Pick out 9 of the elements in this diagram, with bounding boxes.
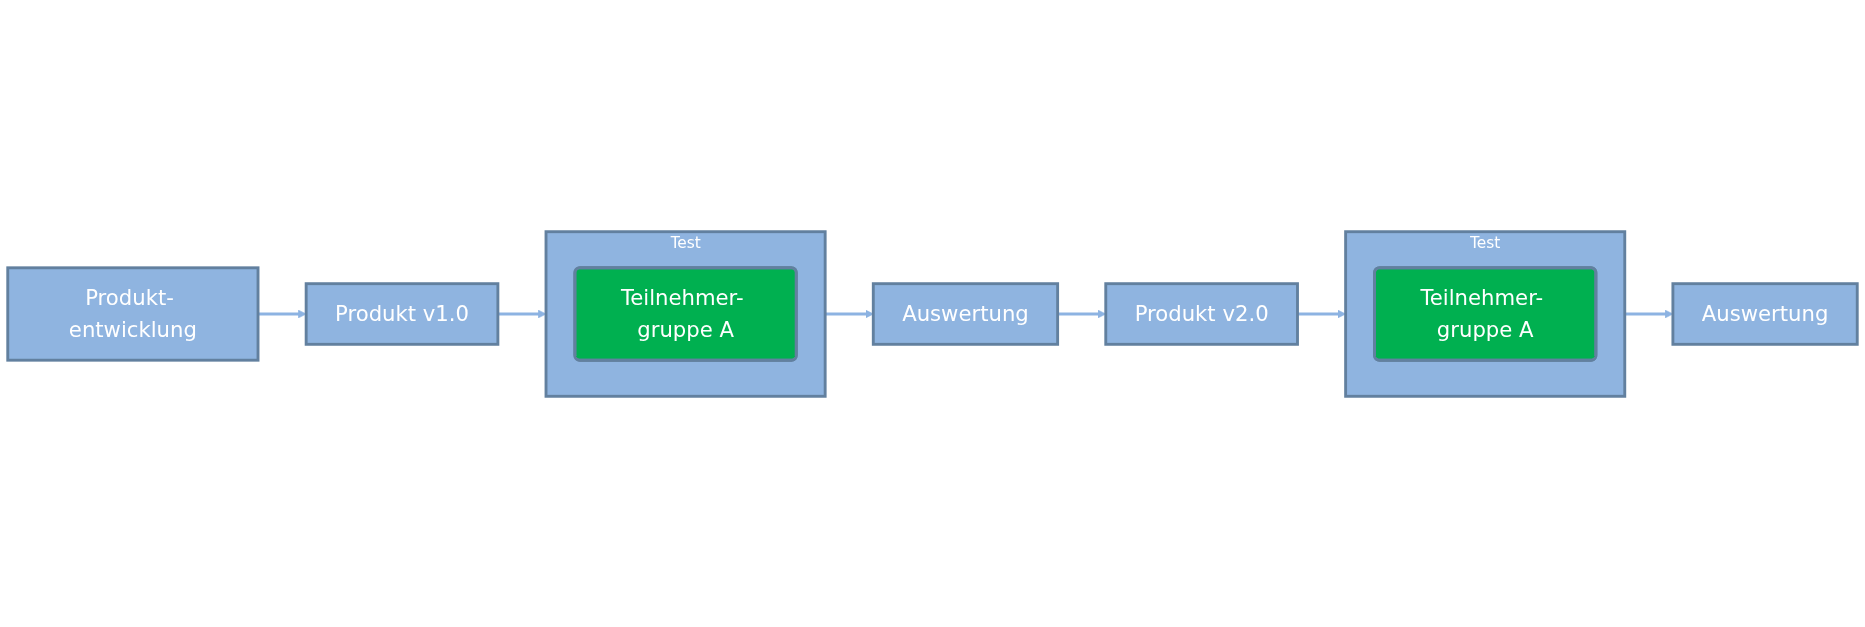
node-box: Produkt v2.0 <box>1104 281 1299 346</box>
arrow <box>497 309 547 318</box>
node-box: Auswertung <box>871 281 1060 346</box>
arrow <box>825 309 874 318</box>
node-box: Auswertung <box>1671 281 1859 346</box>
arrow <box>1297 309 1346 318</box>
node-box: Produkt v1.0 <box>304 281 500 346</box>
node-box: Produkt- entwicklung <box>6 265 260 362</box>
arrow <box>258 309 307 318</box>
